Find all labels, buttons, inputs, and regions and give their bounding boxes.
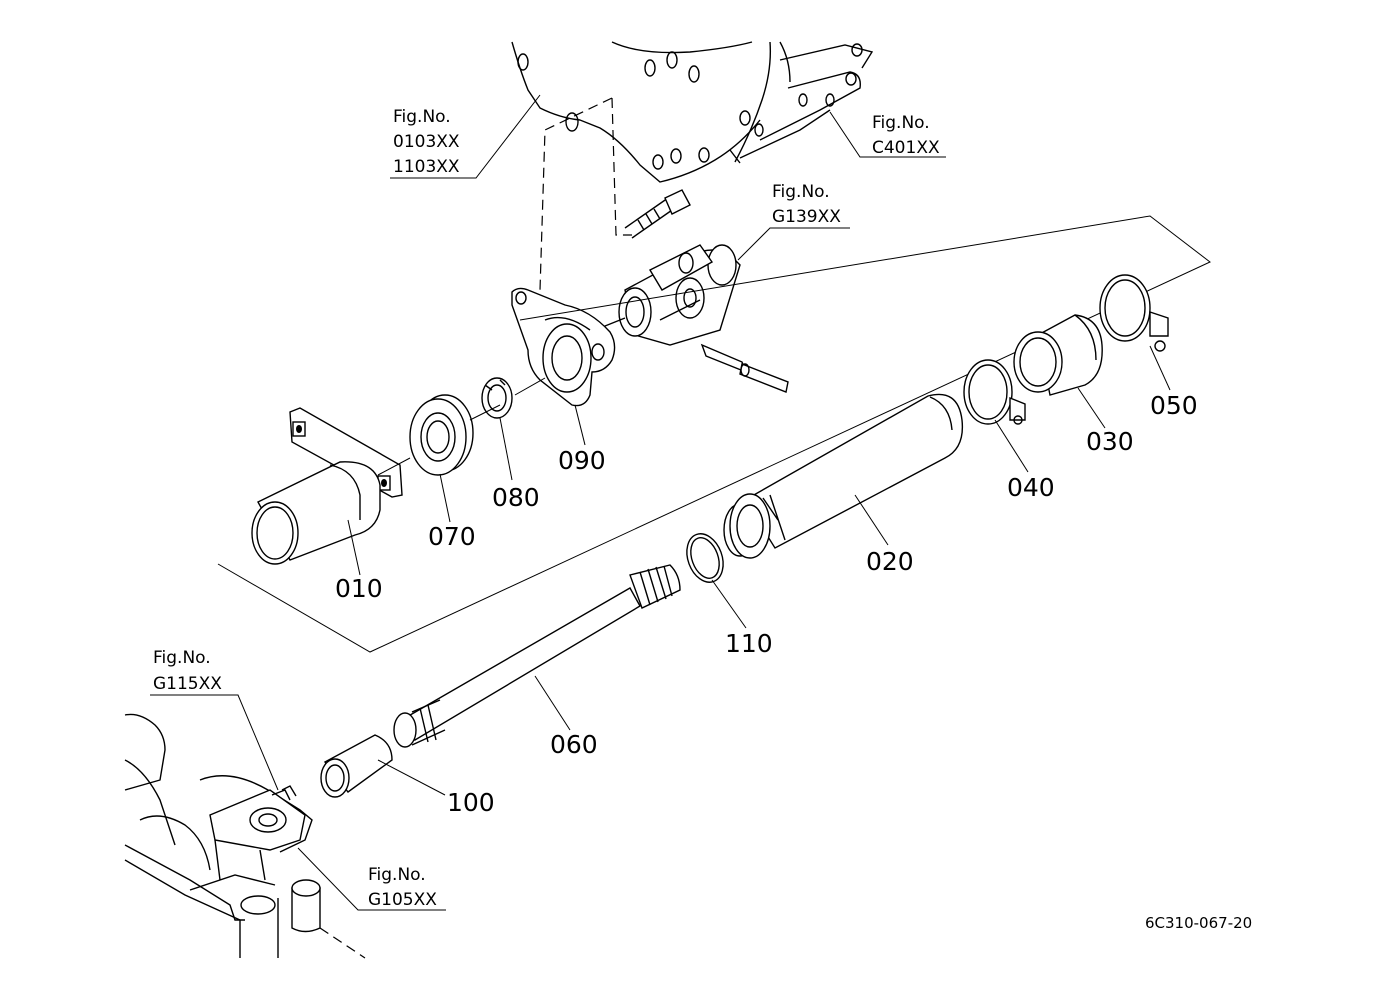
figure-ref-g105xx: Fig.No. G105XX <box>368 865 437 910</box>
figure-ref-g139xx: Fig.No. G139XX <box>772 182 841 227</box>
clamp-small-drawing <box>963 359 1026 425</box>
part-label-110: 110 <box>725 629 773 658</box>
snap-ring-drawing <box>481 377 513 419</box>
o-ring-drawing <box>686 533 724 583</box>
sleeve-drawing <box>251 461 381 565</box>
fig-ref-line1: Fig.No. <box>368 865 426 885</box>
fig-ref-line2: G115XX <box>153 674 222 694</box>
part-label-070: 070 <box>428 522 476 551</box>
universal-joint-drawing <box>618 244 741 346</box>
part-label-040: 040 <box>1007 473 1055 502</box>
fig-ref-line2: 0103XX <box>393 132 460 152</box>
fig-ref-line1: Fig.No. <box>772 182 830 202</box>
coupling-drawing <box>320 734 393 798</box>
transmission-housing-drawing <box>511 41 874 183</box>
part-label-030: 030 <box>1086 427 1134 456</box>
leader-lines <box>150 94 1171 911</box>
fig-ref-line2: C401XX <box>872 138 940 158</box>
part-label-080: 080 <box>492 483 540 512</box>
shaft-drawing <box>393 564 681 748</box>
figure-ref-g115xx: Fig.No. G115XX <box>153 648 222 694</box>
cover-tube-drawing <box>723 393 964 559</box>
fig-ref-line2: G139XX <box>772 207 841 227</box>
part-label-050: 050 <box>1150 391 1198 420</box>
pin-drawing <box>700 343 789 393</box>
figure-ref-c401xx: Fig.No. C401XX <box>872 113 940 158</box>
drawing-code: 6C310-067-20 <box>1145 914 1252 932</box>
boot-drawing <box>1013 314 1103 396</box>
part-label-090: 090 <box>558 446 606 475</box>
figure-ref-0103xx: Fig.No. 0103XX 1103XX <box>393 107 460 177</box>
fig-ref-line1: Fig.No. <box>153 648 211 668</box>
bearing-drawing <box>409 394 474 476</box>
part-label-020: 020 <box>866 547 914 576</box>
bearing-holder-drawing <box>511 287 616 407</box>
part-label-100: 100 <box>447 788 495 817</box>
part-label-010: 010 <box>335 574 383 603</box>
fig-ref-line1: Fig.No. <box>393 107 451 127</box>
part-label-060: 060 <box>550 730 598 759</box>
fig-ref-line3: 1103XX <box>393 157 460 177</box>
front-axle-housing-drawing <box>124 713 366 959</box>
clamp-large-drawing <box>1099 274 1169 352</box>
fig-ref-line2: G105XX <box>368 890 437 910</box>
fig-ref-line1: Fig.No. <box>872 113 930 133</box>
bolt-drawing <box>624 189 691 239</box>
